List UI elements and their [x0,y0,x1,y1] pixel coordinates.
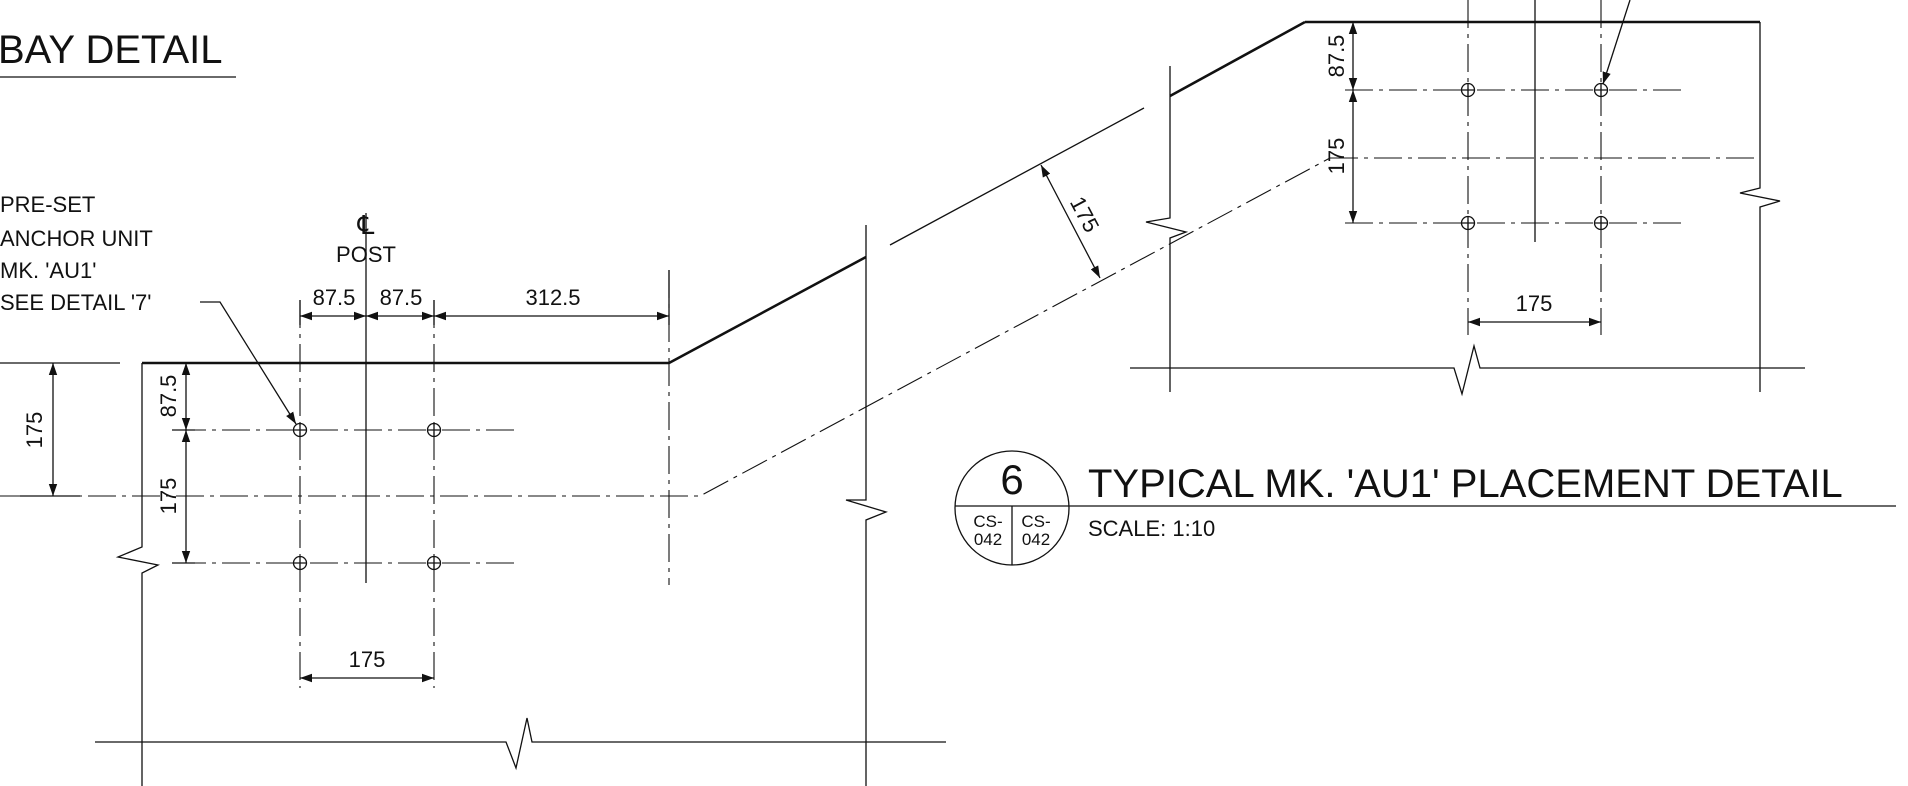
left-anchor-grid [178,213,518,688]
right-anchor-grid [1345,0,1686,335]
sheet-ref-left-2: 042 [974,530,1002,549]
dim-right-upper: 87.5 [1324,35,1349,78]
detail-heading: BAY DETAIL [0,28,223,72]
slope-geometry [889,20,1306,279]
right-view-geometry [1130,0,1805,397]
detail-scale: SCALE: 1:10 [1088,516,1215,541]
centerline-symbol: ℄ [357,210,375,240]
dim-right-lower: 175 [1324,138,1349,175]
dim-left-lower: 175 [156,478,181,515]
sheet-ref-left-1: CS- [973,512,1002,531]
dim-left-upper: 87.5 [156,375,181,418]
dim-bottom: 175 [349,647,386,672]
right-dimensions [1348,22,1601,327]
detail-title: TYPICAL MK. 'AU1' PLACEMENT DETAIL [1088,462,1843,506]
dim-left-overall: 175 [22,412,47,449]
sheet-ref-right-1: CS- [1021,512,1050,531]
sheet-ref-right-2: 042 [1022,530,1050,549]
title-block: 6 CS- 042 CS- 042 TYPICAL MK. 'AU1' PLAC… [954,450,1896,566]
callout-line-4: SEE DETAIL '7' [0,290,151,315]
callout-line-1: PRE-SET [0,192,95,217]
anchor-callout: PRE-SET ANCHOR UNIT MK. 'AU1' SEE DETAIL… [0,192,297,425]
left-view-geometry [0,157,1331,786]
dim-top-b: 87.5 [380,285,423,310]
detail-number: 6 [1000,456,1023,503]
left-dimension-labels: 87.5 87.5 312.5 175 87.5 175 175 [22,285,581,672]
dim-top-a: 87.5 [313,285,356,310]
callout-line-3: MK. 'AU1' [0,258,96,283]
dim-right-bottom: 175 [1516,291,1553,316]
dim-top-c: 312.5 [525,285,580,310]
callout-line-2: ANCHOR UNIT [0,226,153,251]
dim-slope: 175 [1065,192,1104,236]
right-dimension-labels: 87.5 175 175 [1324,35,1552,316]
centerline-label: POST [336,242,396,267]
left-dimensions [20,270,670,683]
